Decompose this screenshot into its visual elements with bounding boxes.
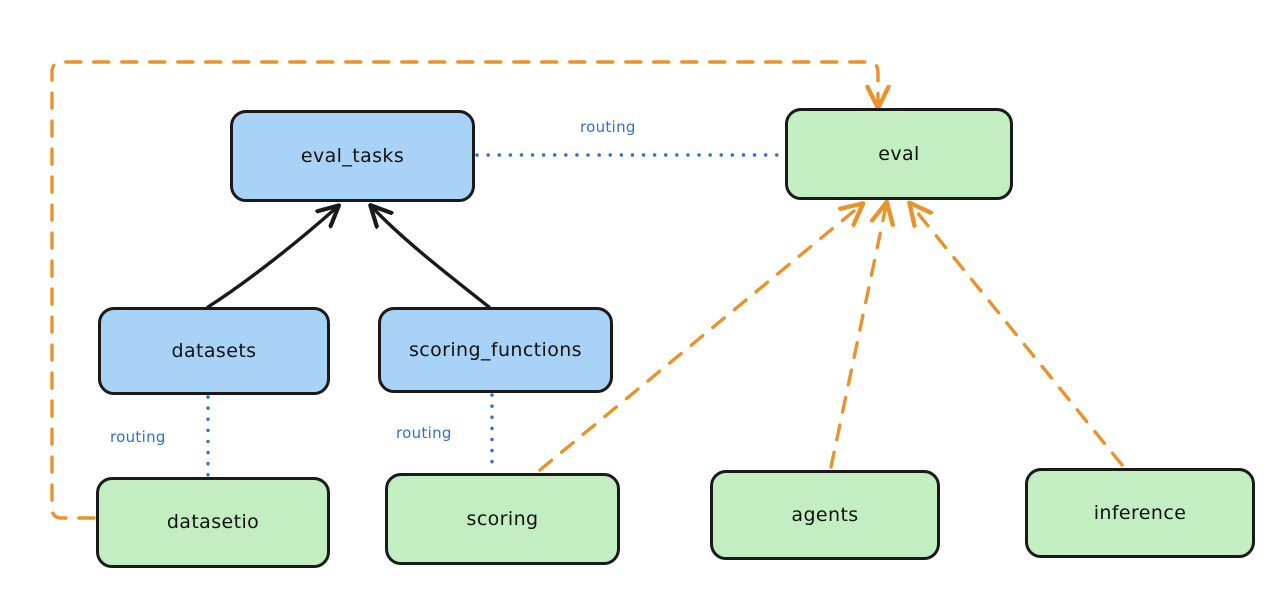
node-datasetio[interactable]: datasetio xyxy=(96,477,330,568)
node-label-eval-tasks: eval_tasks xyxy=(300,144,405,167)
node-label-scoring-functions: scoring_functions xyxy=(409,338,582,361)
edge-datasetio-to-eval xyxy=(50,60,878,520)
node-label-datasetio: datasetio xyxy=(166,511,260,533)
node-label-eval: eval xyxy=(878,142,920,165)
node-agents[interactable]: agents xyxy=(710,470,940,560)
edge-inference-to-eval xyxy=(912,206,1124,467)
edge-scoring-to-eval xyxy=(538,206,860,472)
node-label-inference: inference xyxy=(1093,501,1187,524)
node-inference[interactable]: inference xyxy=(1025,468,1255,558)
node-scoring-functions[interactable]: scoring_functions xyxy=(378,307,613,393)
edge-scoring-functions-to-eval-tasks xyxy=(373,208,491,309)
edge-label-routing-datasets-datasetio: routing xyxy=(110,428,166,446)
node-datasets[interactable]: datasets xyxy=(98,307,330,395)
node-label-datasets: datasets xyxy=(171,339,257,362)
node-scoring[interactable]: scoring xyxy=(385,473,620,565)
edge-label-routing-eval-tasks-eval: routing xyxy=(580,118,636,136)
node-eval[interactable]: eval xyxy=(785,108,1013,200)
node-eval-tasks[interactable]: eval_tasks xyxy=(230,110,475,202)
node-label-agents: agents xyxy=(791,503,859,526)
edge-datasets-to-eval-tasks xyxy=(206,208,336,309)
edge-agents-to-eval xyxy=(829,206,886,469)
node-label-scoring: scoring xyxy=(466,507,539,530)
edge-label-routing-scoring-functions-scoring: routing xyxy=(396,424,452,442)
